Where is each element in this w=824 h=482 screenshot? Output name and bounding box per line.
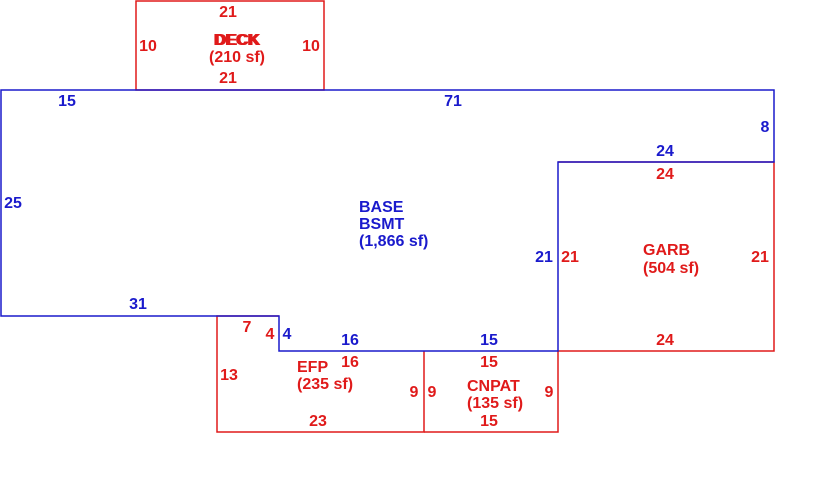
base-name-2: BSMT (359, 216, 405, 233)
dim-efp-step: 4 (266, 326, 275, 343)
cnpat-outline (424, 351, 559, 433)
dim-garb-bottom: 24 (656, 332, 674, 349)
deck-name-b: DECK (215, 32, 261, 49)
garb-label: GARB (504 sf) (643, 242, 699, 277)
dim-cnpat-bottom: 15 (480, 413, 498, 430)
deck-name-a: DECK (213, 32, 259, 49)
dim-base-bottom-left: 31 (129, 296, 147, 313)
dim-base-bottom-right: 15 (480, 332, 498, 349)
base-label: BASE BSMT (1,866 sf) (359, 199, 428, 250)
dim-deck-bottom: 21 (219, 70, 237, 87)
garb-name: GARB (643, 242, 690, 259)
dim-base-top: 71 (444, 93, 462, 110)
dim-deck-top: 21 (219, 4, 237, 21)
base-area: (1,866 sf) (359, 233, 428, 250)
dim-base-bottom-mid: 16 (341, 332, 359, 349)
dim-base-step: 4 (283, 326, 292, 343)
efp-name: EFP (297, 359, 328, 376)
cnpat-name: CNPAT (467, 378, 520, 395)
dim-cnpat-left: 9 (428, 384, 437, 401)
deck-area: (210 sf) (209, 49, 265, 66)
efp-label: EFP (235 sf) (297, 359, 353, 393)
dim-base-top-left: 15 (58, 93, 76, 110)
dim-garb-top: 24 (656, 166, 674, 183)
efp-area: (235 sf) (297, 376, 353, 393)
dim-efp-bottom: 23 (309, 413, 327, 430)
garb-area: (504 sf) (643, 260, 699, 277)
deck-label: DECK DECK (210 sf) (209, 32, 265, 66)
cnpat-label: CNPAT (135 sf) (467, 378, 523, 412)
base-outline (0, 89, 775, 352)
dim-base-garb-top: 24 (656, 143, 674, 160)
dim-efp-top: 16 (341, 354, 359, 371)
dim-cnpat-top: 15 (480, 354, 498, 371)
dim-base-right-upper: 8 (761, 119, 770, 136)
dim-deck-right: 10 (302, 38, 320, 55)
dim-efp-top-left: 7 (243, 319, 252, 336)
dim-efp-left: 13 (220, 367, 238, 384)
base-name: BASE (359, 199, 404, 216)
dim-base-left: 25 (4, 195, 22, 212)
cnpat-area: (135 sf) (467, 395, 523, 412)
dim-base-inner: 21 (535, 249, 553, 266)
dim-efp-right: 9 (410, 384, 419, 401)
dim-garb-right: 21 (751, 249, 769, 266)
dim-garb-left: 21 (561, 249, 579, 266)
dim-deck-left: 10 (139, 38, 157, 55)
dim-cnpat-right: 9 (545, 384, 554, 401)
